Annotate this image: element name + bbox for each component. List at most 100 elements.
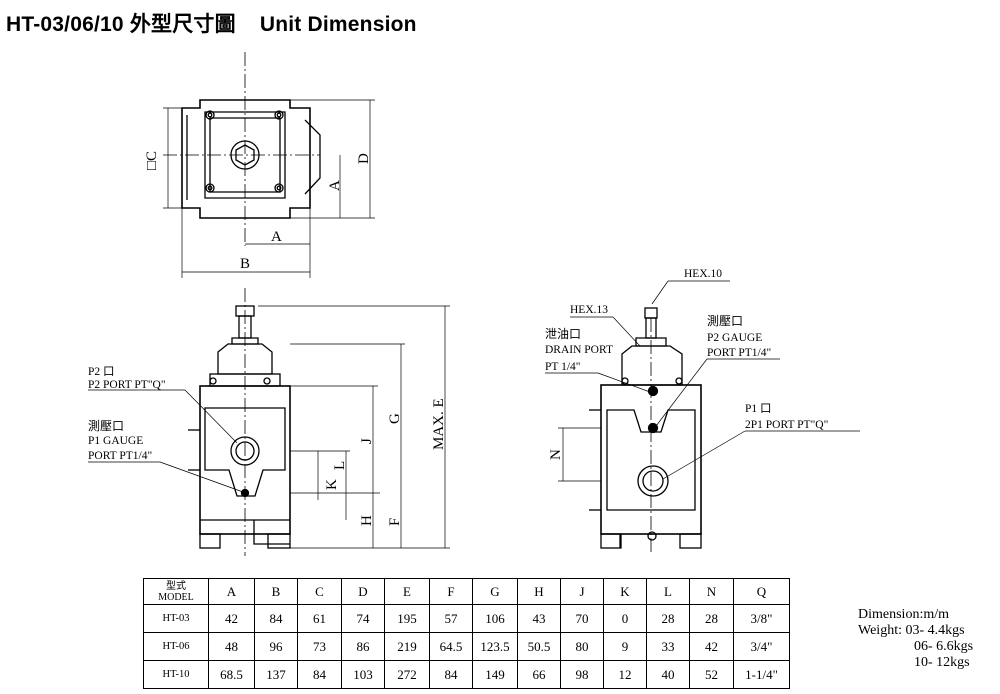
table-cell: 68.5 (208, 660, 255, 689)
table-cell: 73 (297, 632, 342, 661)
dim-g-label: G (387, 413, 403, 424)
header-a: A (208, 578, 255, 605)
p1-gauge-line1: 測壓口 (88, 419, 124, 433)
table-cell: 219 (384, 632, 430, 661)
table-cell: 40 (646, 660, 690, 689)
side-view (545, 280, 860, 553)
header-model-zh: 型式 (166, 580, 186, 592)
dim-n-label: N (548, 449, 564, 460)
header-c: C (297, 578, 342, 605)
table-row: HT-10 68.5 137 84 103 272 84 149 66 98 1… (143, 660, 790, 689)
table-row: HT-06 48 96 73 86 219 64.5 123.5 50.5 80… (143, 632, 790, 661)
table-cell: 70 (560, 604, 604, 633)
table-cell: 96 (254, 632, 298, 661)
top-view-labels: □C A D A B (144, 151, 372, 272)
table-row: HT-03 42 84 61 74 195 57 106 43 70 0 28 … (143, 604, 790, 633)
table-cell: 64.5 (429, 632, 473, 661)
table-cell: 57 (429, 604, 473, 633)
header-h: H (517, 578, 561, 605)
table-cell: 272 (384, 660, 430, 689)
page-title: HT-03/06/10 外型尺寸圖 Unit Dimension (6, 8, 417, 38)
header-e: E (384, 578, 430, 605)
table-cell: 43 (517, 604, 561, 633)
front-view (88, 288, 450, 556)
dim-a-vert-label: A (327, 180, 343, 191)
p1-port-line1: P1 口 (745, 403, 772, 415)
table-cell: 28 (689, 604, 734, 633)
header-model: 型式 MODEL (143, 578, 209, 605)
dim-l-label: L (332, 461, 348, 470)
hex13-label: HEX.13 (570, 304, 608, 316)
header-d: D (341, 578, 385, 605)
p2-gauge-line2: P2 GAUGE (707, 332, 762, 344)
p2-port-line2: P2 PORT PT"Q" (88, 379, 166, 391)
p2-port-line1: P2 口 (88, 366, 115, 378)
header-j: J (560, 578, 604, 605)
dim-d-label: D (356, 153, 372, 164)
table-cell: 52 (689, 660, 734, 689)
table-cell: 1-1/4" (733, 660, 790, 689)
dimension-notes: Dimension:m/m Weight: 03- 4.4kgs 06- 6.6… (858, 607, 973, 671)
table-cell: 74 (341, 604, 385, 633)
table-cell: 12 (603, 660, 647, 689)
dimension-table: 型式 MODEL A B C D E F G H J K L N Q HT-03… (143, 578, 790, 689)
note-weight-10: 10- 12kgs (914, 655, 970, 670)
table-cell: 28 (646, 604, 690, 633)
header-k: K (603, 578, 647, 605)
table-cell: 50.5 (517, 632, 561, 661)
table-cell: 86 (341, 632, 385, 661)
table-cell: 9 (603, 632, 647, 661)
p2-gauge-line1: 測壓口 (707, 314, 743, 328)
table-cell: 3/8" (733, 604, 790, 633)
header-model-en: MODEL (158, 591, 194, 603)
hex10-label: HEX.10 (684, 268, 722, 280)
table-cell: 103 (341, 660, 385, 689)
table-cell: 33 (646, 632, 690, 661)
side-view-labels: HEX.10 HEX.13 泄油口 DRAIN PORT PT 1/4" 測壓口… (545, 268, 828, 460)
header-g: G (472, 578, 518, 605)
drain-port-line3: PT 1/4" (545, 361, 580, 373)
table-cell: 123.5 (472, 632, 518, 661)
table-cell: 48 (208, 632, 255, 661)
table-cell: 137 (254, 660, 298, 689)
dim-k-label: K (324, 479, 340, 490)
title-zh: 外型尺寸圖 (129, 13, 236, 36)
dim-c-label: □C (144, 151, 160, 170)
table-cell: 84 (297, 660, 342, 689)
note-weight-06: 06- 6.6kgs (914, 639, 974, 654)
dim-a-horiz-label: A (271, 229, 282, 245)
drain-port-line2: DRAIN PORT (545, 344, 613, 356)
title-en: Unit Dimension (259, 13, 417, 36)
p1-gauge-line3: PORT PT1/4" (88, 450, 152, 462)
top-view (163, 52, 375, 278)
row-model: HT-10 (143, 660, 209, 689)
table-cell: 149 (472, 660, 518, 689)
dim-h-label: H (359, 515, 375, 526)
title-model: HT-03/06/10 (6, 13, 124, 36)
table-cell: 61 (297, 604, 342, 633)
p2-gauge-line3: PORT PT1/4" (707, 347, 771, 359)
row-model: HT-03 (143, 604, 209, 633)
dim-f-label: F (387, 518, 403, 526)
table-cell: 42 (689, 632, 734, 661)
dim-j-label: J (359, 438, 375, 444)
dim-maxe-label: MAX. E (431, 398, 447, 450)
header-n: N (689, 578, 734, 605)
table-cell: 66 (517, 660, 561, 689)
front-view-labels: P2 口 P2 PORT PT"Q" 測壓口 P1 GAUGE PORT PT1… (88, 366, 447, 526)
table-cell: 106 (472, 604, 518, 633)
table-cell: 3/4" (733, 632, 790, 661)
table-cell: 80 (560, 632, 604, 661)
header-l: L (646, 578, 690, 605)
note-dimension: Dimension:m/m (858, 607, 949, 622)
row-model: HT-06 (143, 632, 209, 661)
note-weight-03: Weight: 03- 4.4kgs (858, 623, 965, 638)
table-cell: 0 (603, 604, 647, 633)
table-cell: 84 (429, 660, 473, 689)
dim-b-label: B (240, 256, 250, 272)
table-cell: 42 (208, 604, 255, 633)
p1-port-line2: 2P1 PORT PT"Q" (745, 419, 828, 431)
drain-port-line1: 泄油口 (545, 327, 581, 341)
table-header-row: 型式 MODEL A B C D E F G H J K L N Q (143, 578, 790, 605)
